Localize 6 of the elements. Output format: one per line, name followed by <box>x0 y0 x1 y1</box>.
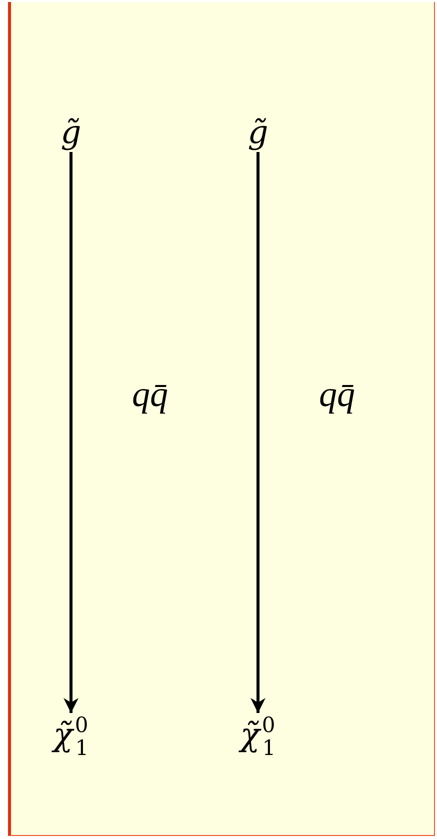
particle-label: g̃ <box>248 116 268 148</box>
edge-label: qq̄ <box>319 376 355 412</box>
edge-label: qq̄ <box>132 376 168 412</box>
arrow <box>64 152 78 713</box>
arrow <box>250 152 266 713</box>
particle-label: g̃ <box>60 116 82 148</box>
